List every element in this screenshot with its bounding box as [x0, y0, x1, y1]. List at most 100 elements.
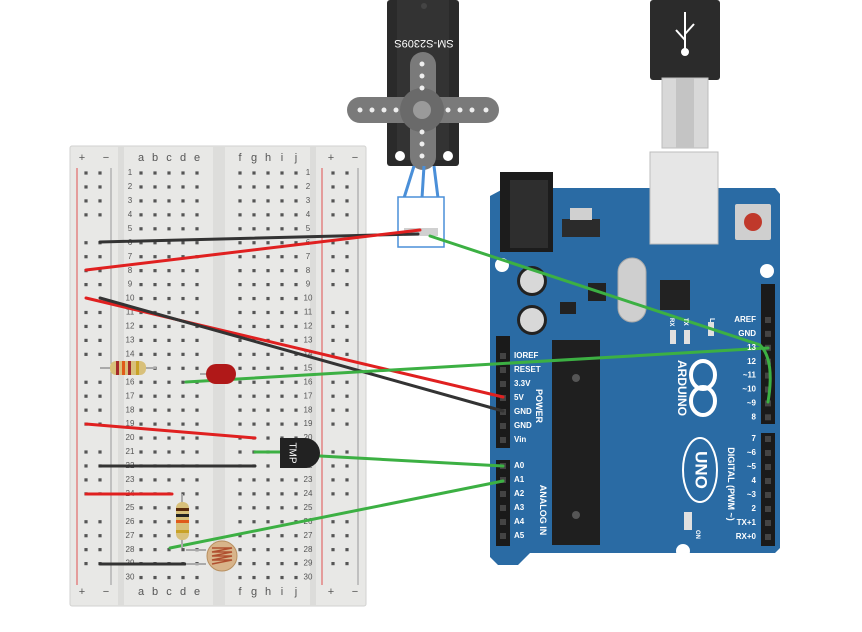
row-number-right: 9 — [306, 280, 311, 289]
breadboard-hole — [167, 185, 171, 189]
breadboard-hole — [331, 548, 335, 552]
header-pin — [500, 533, 506, 539]
breadboard-hole — [294, 241, 298, 245]
rail-minus-label: − — [103, 586, 109, 598]
breadboard-hole — [167, 534, 171, 538]
breadboard-hole — [181, 408, 185, 412]
breadboard-hole — [331, 464, 335, 468]
row-number-left: 2 — [128, 182, 133, 191]
breadboard-hole — [153, 534, 157, 538]
breadboard-hole — [345, 380, 349, 384]
breadboard-hole — [266, 185, 270, 189]
breadboard-hole — [181, 352, 185, 356]
breadboard-hole — [98, 310, 102, 315]
breadboard-hole — [238, 227, 242, 231]
breadboard-hole — [84, 520, 88, 524]
digital-pin-label: TX+1 — [737, 518, 757, 527]
breadboard-hole — [252, 255, 256, 259]
row-number-left: 14 — [126, 349, 135, 358]
breadboard-hole — [167, 575, 171, 580]
breadboard-hole — [266, 199, 270, 203]
breadboard-hole — [153, 408, 157, 412]
breadboard-hole — [153, 213, 157, 217]
breadboard-hole — [331, 450, 335, 454]
column-letter-bottom: d — [180, 586, 186, 598]
breadboard-hole — [294, 422, 298, 426]
breadboard-hole — [252, 185, 256, 189]
row-number-right: 16 — [304, 377, 313, 386]
breadboard-hole — [153, 506, 157, 510]
breadboard-hole — [345, 408, 349, 412]
breadboard-hole — [294, 478, 298, 482]
rail-plus-label: + — [79, 586, 85, 598]
column-letter-bottom: h — [265, 586, 271, 598]
breadboard-hole — [266, 436, 270, 440]
breadboard-hole — [238, 408, 242, 412]
breadboard-hole — [139, 450, 143, 454]
breadboard-hole — [195, 575, 199, 580]
breadboard-hole — [252, 324, 256, 329]
breadboard-hole — [98, 380, 102, 384]
breadboard-hole — [294, 283, 298, 287]
breadboard-hole — [345, 534, 349, 538]
breadboard-hole — [294, 366, 298, 370]
breadboard-hole — [195, 506, 199, 510]
breadboard-hole — [153, 422, 157, 426]
breadboard-hole — [266, 283, 270, 287]
breadboard-hole — [181, 422, 185, 426]
breadboard-hole — [195, 227, 199, 231]
breadboard-hole — [167, 436, 171, 440]
breadboard-hole — [181, 185, 185, 189]
arduino-brand: ARDUINO — [675, 360, 689, 416]
breadboard-hole — [266, 394, 270, 398]
breadboard-hole — [181, 338, 185, 342]
breadboard-hole — [345, 324, 349, 329]
photoresistor — [186, 540, 238, 572]
power-pin-label: 5V — [514, 393, 524, 402]
row-number-right: 23 — [304, 475, 313, 484]
breadboard-hole — [98, 185, 102, 189]
digital-pin-label: 12 — [747, 357, 756, 366]
breadboard-hole — [153, 241, 157, 245]
breadboard-hole — [181, 548, 185, 552]
breadboard-hole — [266, 171, 270, 175]
breadboard-hole — [181, 366, 185, 370]
breadboard-hole — [167, 199, 171, 203]
breadboard-hole — [331, 171, 335, 175]
row-number-left: 21 — [126, 447, 135, 456]
breadboard-hole — [84, 380, 88, 384]
breadboard-hole — [153, 352, 157, 356]
breadboard-hole — [139, 171, 143, 175]
breadboard-hole — [345, 464, 349, 468]
breadboard-hole — [167, 352, 171, 356]
breadboard-hole — [238, 492, 242, 496]
breadboard-hole — [280, 227, 284, 231]
servo-model-label: SM-S2309S — [394, 37, 453, 49]
breadboard-hole — [139, 296, 143, 301]
resistor-1 — [100, 361, 156, 375]
row-number-left: 1 — [128, 168, 133, 177]
breadboard-hole — [153, 296, 157, 301]
breadboard-hole — [84, 199, 88, 203]
breadboard-hole — [252, 575, 256, 580]
breadboard-hole — [294, 213, 298, 217]
breadboard-hole — [238, 352, 242, 356]
l-label: L — [708, 318, 715, 323]
breadboard-hole — [345, 338, 349, 342]
arduino-uno — [490, 151, 780, 565]
breadboard-hole — [280, 199, 284, 203]
breadboard-hole — [167, 227, 171, 231]
breadboard-hole — [98, 324, 102, 329]
breadboard-hole — [345, 213, 349, 217]
row-number-left: 26 — [126, 517, 135, 526]
breadboard-hole — [238, 478, 242, 482]
breadboard-hole — [181, 380, 185, 384]
breadboard-hole — [280, 171, 284, 175]
breadboard-hole — [252, 380, 256, 384]
breadboard-hole — [84, 310, 88, 315]
arduino-model: UNO — [692, 451, 711, 489]
rail-minus-label: − — [103, 152, 109, 164]
rx-label: RX — [668, 318, 674, 326]
column-letter-bottom: b — [152, 586, 158, 598]
power-pin-label: 3.3V — [514, 379, 531, 388]
